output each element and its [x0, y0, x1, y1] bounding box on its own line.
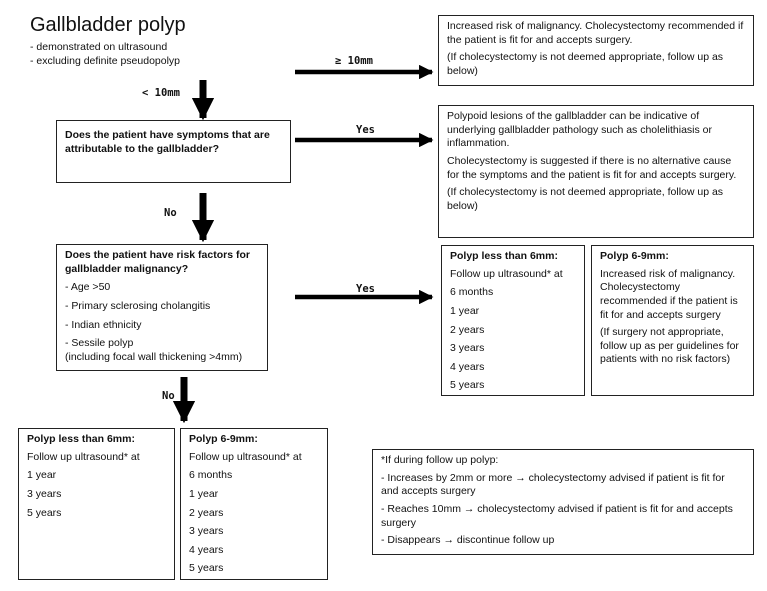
- risk-factor-item: - Sessile polyp: [65, 337, 134, 350]
- risk-factor-item: - Indian ethnicity: [65, 318, 142, 331]
- box-malignancy-risk: Increased risk of malignancy. Cholecyste…: [438, 15, 754, 86]
- followup-line: 3 years: [27, 487, 62, 500]
- label-symptoms-no: No: [164, 207, 177, 219]
- label-risk-no: No: [162, 390, 175, 402]
- followup-line: 1 year: [27, 469, 57, 482]
- risk-factor-note: (including focal wall thickening >4mm): [65, 350, 243, 363]
- malignancy-followup-note: (If cholecystectomy is not deemed approp…: [447, 51, 724, 77]
- box-norisk-polyp-6-9mm: Polyp 6-9mm: Follow up ultrasound* at 6 …: [180, 428, 328, 580]
- question-risk-factors: Does the patient have risk factors for g…: [56, 244, 268, 371]
- followup-line: 2 years: [450, 323, 485, 336]
- norisk-lt6-heading: Polyp less than 6mm:: [27, 433, 135, 445]
- label-ge-10mm: ≥ 10mm: [335, 55, 373, 67]
- footnote-item: - Increases by 2mm or more → cholecystec…: [381, 471, 725, 498]
- malignancy-text: Increased risk of malignancy. Cholecyste…: [447, 20, 744, 46]
- box-symptomatic: Polypoid lesions of the gallbladder can …: [438, 105, 754, 238]
- followup-line: 3 years: [189, 525, 224, 538]
- followup-line: 6 months: [450, 286, 494, 299]
- footnote-item: - Disappears → discontinue follow up: [381, 534, 555, 547]
- risk-factor-item: - Primary sclerosing cholangitis: [65, 299, 211, 312]
- followup-line: 1 year: [450, 304, 480, 317]
- label-lt-10mm: < 10mm: [142, 87, 180, 99]
- symptomatic-text-2: Cholecystectomy is suggested if there is…: [447, 154, 737, 181]
- footnote-item: - Reaches 10mm → cholecystectomy advised…: [381, 502, 733, 529]
- followup-line: 4 years: [189, 543, 224, 556]
- risk-factor-item: - Age >50: [65, 281, 111, 294]
- risk-69-text: Increased risk of malignancy. Cholecyste…: [600, 267, 738, 321]
- box-followup-footnote: *If during follow up polyp: - Increases …: [372, 449, 754, 555]
- followup-line: 1 year: [189, 487, 219, 500]
- risk-69-note: (If surgery not appropriate, follow up a…: [600, 326, 739, 366]
- norisk-69-heading: Polyp 6-9mm:: [189, 433, 258, 445]
- followup-line: Follow up ultrasound* at: [27, 450, 140, 463]
- risk-69-heading: Polyp 6-9mm:: [600, 250, 669, 262]
- subtitle-line-1: - demonstrated on ultrasound: [30, 41, 168, 53]
- box-norisk-polyp-lt-6mm: Polyp less than 6mm: Follow up ultrasoun…: [18, 428, 175, 580]
- followup-line: 5 years: [450, 379, 485, 392]
- symptomatic-text-1: Polypoid lesions of the gallbladder can …: [447, 110, 712, 150]
- followup-line: 2 years: [189, 506, 224, 519]
- label-risk-yes: Yes: [356, 283, 375, 295]
- subtitle-line-2: - excluding definite pseudopolyp: [30, 55, 181, 67]
- followup-line: Follow up ultrasound* at: [450, 267, 563, 280]
- risk-lt6-heading: Polyp less than 6mm:: [450, 250, 558, 262]
- followup-line: 4 years: [450, 360, 485, 373]
- followup-line: 3 years: [450, 342, 485, 355]
- question-symptoms: Does the patient have symptoms that are …: [56, 120, 291, 183]
- symptomatic-text-3: (If cholecystectomy is not deemed approp…: [447, 186, 724, 212]
- followup-line: 5 years: [189, 562, 224, 575]
- box-risk-polyp-6-9mm: Polyp 6-9mm: Increased risk of malignanc…: [591, 245, 754, 396]
- footnote-heading: *If during follow up polyp:: [381, 454, 499, 466]
- followup-line: 5 years: [27, 506, 62, 519]
- followup-line: 6 months: [189, 469, 233, 482]
- box-risk-polyp-lt-6mm: Polyp less than 6mm: Follow up ultrasoun…: [441, 245, 585, 396]
- risk-question-heading: Does the patient have risk factors for g…: [65, 249, 250, 275]
- followup-line: Follow up ultrasound* at: [189, 450, 302, 463]
- page-title: Gallbladder polyp: [30, 14, 186, 36]
- label-symptoms-yes: Yes: [356, 124, 375, 136]
